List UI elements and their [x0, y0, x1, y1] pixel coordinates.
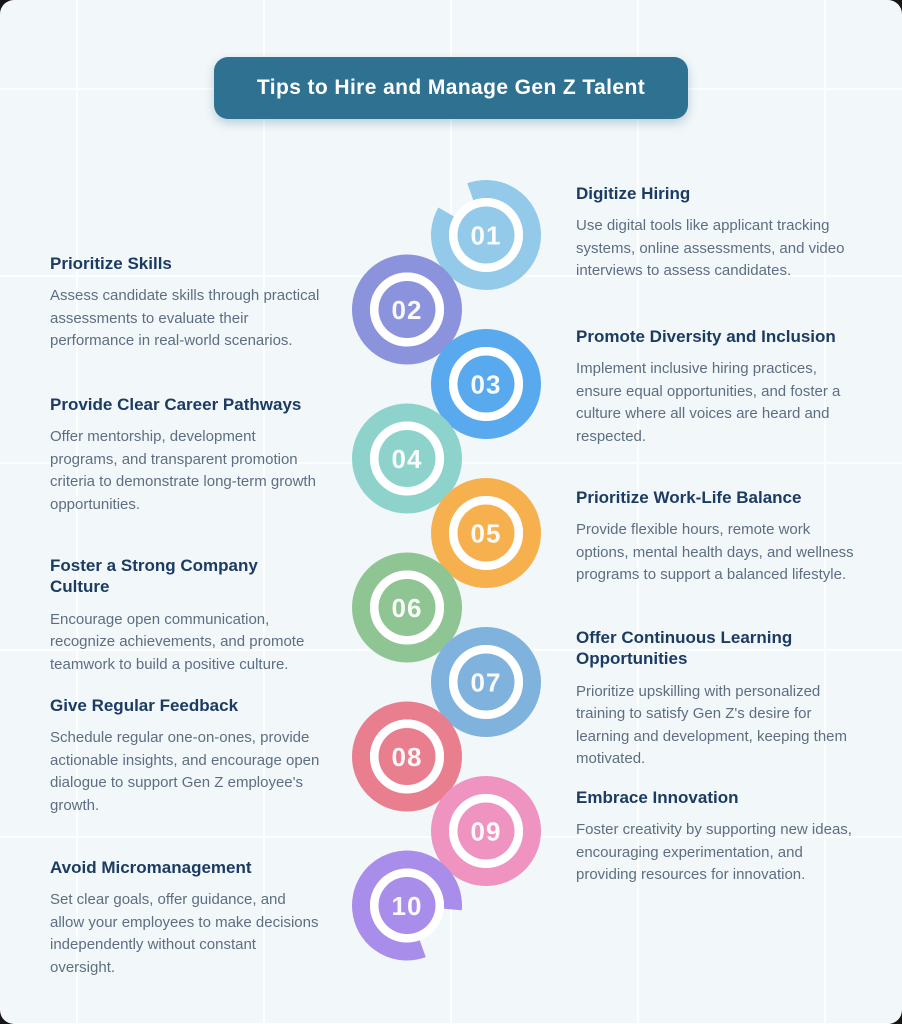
step-heading: Prioritize Work-Life Balance [576, 488, 802, 507]
step-text-01: Digitize Hiring Use digital tools like a… [576, 183, 862, 283]
number-disc [378, 579, 436, 636]
title-banner: Tips to Hire and Manage Gen Z Talent [214, 57, 688, 119]
chain-graphic: 01 02 03 04 05 06 07 08 09 10 [352, 180, 541, 961]
ring-band [431, 627, 541, 737]
step-number: 09 [471, 816, 502, 846]
step-text-07: Offer Continuous Learning Opportunities … [576, 627, 862, 771]
chain-ring-04: 04 [352, 403, 462, 514]
step-heading: Digitize Hiring [576, 184, 691, 203]
step-number: 02 [392, 295, 423, 325]
number-disc [378, 281, 436, 338]
step-number: 04 [392, 444, 423, 474]
step-body: Foster creativity by supporting new idea… [576, 821, 852, 884]
ring-band [352, 701, 462, 812]
ring-band [431, 329, 541, 439]
step-body: Schedule regular one-on-ones, provide ac… [50, 729, 320, 814]
number-disc [457, 355, 515, 413]
ring-band [352, 552, 462, 663]
step-text-02: Prioritize Skills Assess candidate skill… [50, 253, 322, 353]
step-heading: Provide Clear Career Pathways [50, 395, 302, 414]
step-text-08: Give Regular Feedback Schedule regular o… [50, 695, 322, 817]
number-disc [378, 728, 436, 785]
number-disc [457, 206, 515, 264]
step-heading: Foster a Strong Company Culture [50, 556, 258, 597]
step-heading: Offer Continuous Learning Opportunities [576, 628, 793, 669]
step-body: Use digital tools like applicant trackin… [576, 217, 845, 280]
step-text-06: Foster a Strong Company Culture Encourag… [50, 555, 322, 676]
chain-ring-08: 08 [352, 701, 462, 812]
ring-band [352, 850, 462, 961]
chain-ring-07: 07 [431, 627, 541, 737]
step-text-10: Avoid Micromanagement Set clear goals, o… [50, 857, 322, 979]
step-body: Prioritize upskilling with personalized … [576, 682, 848, 768]
chain-ring-05: 05 [431, 478, 541, 588]
chain-ring-01: 01 [431, 180, 541, 290]
step-heading: Avoid Micromanagement [50, 858, 252, 877]
step-heading: Embrace Innovation [576, 788, 739, 807]
step-body: Offer mentorship, development programs, … [50, 428, 316, 513]
step-text-03: Promote Diversity and Inclusion Implemen… [576, 326, 862, 448]
ring-band [352, 254, 462, 365]
step-number: 06 [392, 593, 423, 623]
ring-band [431, 478, 541, 588]
step-body: Encourage open communication, recognize … [50, 610, 305, 673]
step-body: Provide flexible hours, remote work opti… [576, 521, 854, 584]
step-heading: Prioritize Skills [50, 254, 172, 273]
ring-band [431, 776, 541, 886]
number-disc [378, 430, 436, 487]
ring-band [431, 180, 541, 290]
step-heading: Give Regular Feedback [50, 696, 239, 715]
step-text-04: Provide Clear Career Pathways Offer ment… [50, 394, 322, 516]
step-number: 08 [392, 742, 423, 772]
number-disc [457, 802, 515, 860]
chain-ring-06: 06 [352, 552, 462, 663]
chain-ring-03: 03 [431, 329, 541, 439]
ring-band [352, 403, 462, 514]
chain-ring-09: 09 [431, 776, 541, 886]
step-body: Set clear goals, offer guidance, and all… [50, 891, 319, 976]
number-disc [378, 877, 436, 934]
chain-ring-10: 10 [352, 850, 462, 961]
number-disc [457, 504, 515, 562]
step-number: 05 [471, 518, 502, 548]
step-body: Assess candidate skills through practica… [50, 287, 320, 350]
step-text-05: Prioritize Work-Life Balance Provide fle… [576, 487, 862, 587]
chain-ring-02: 02 [352, 254, 462, 365]
step-number: 01 [471, 220, 502, 250]
number-disc [457, 653, 515, 711]
step-number: 07 [471, 667, 502, 697]
step-body: Implement inclusive hiring practices, en… [576, 360, 841, 445]
step-number: 10 [392, 891, 423, 921]
step-number: 03 [471, 369, 502, 399]
step-heading: Promote Diversity and Inclusion [576, 327, 836, 346]
page-title: Tips to Hire and Manage Gen Z Talent [256, 76, 646, 99]
step-text-09: Embrace Innovation Foster creativity by … [576, 787, 862, 887]
